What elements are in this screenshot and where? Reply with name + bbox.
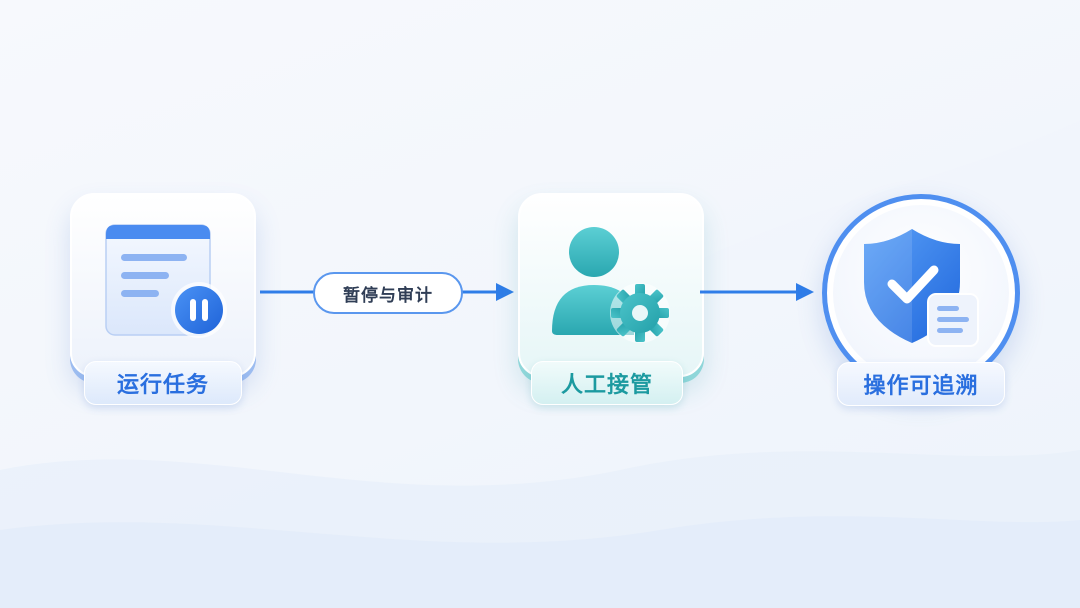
user-gear-icon: [552, 227, 670, 343]
task-pause-icon: [105, 224, 227, 338]
edge-label-pause-audit: 暂停与审计: [313, 272, 463, 314]
edge-arrow-2: [700, 283, 814, 301]
node-label-running-task: 运行任务: [84, 361, 242, 405]
node-label-traceable: 操作可追溯: [837, 362, 1005, 406]
shield-check-icon: [864, 229, 979, 347]
node-card-manual-takeover: [518, 193, 704, 377]
node-label-manual-takeover: 人工接管: [531, 361, 683, 405]
